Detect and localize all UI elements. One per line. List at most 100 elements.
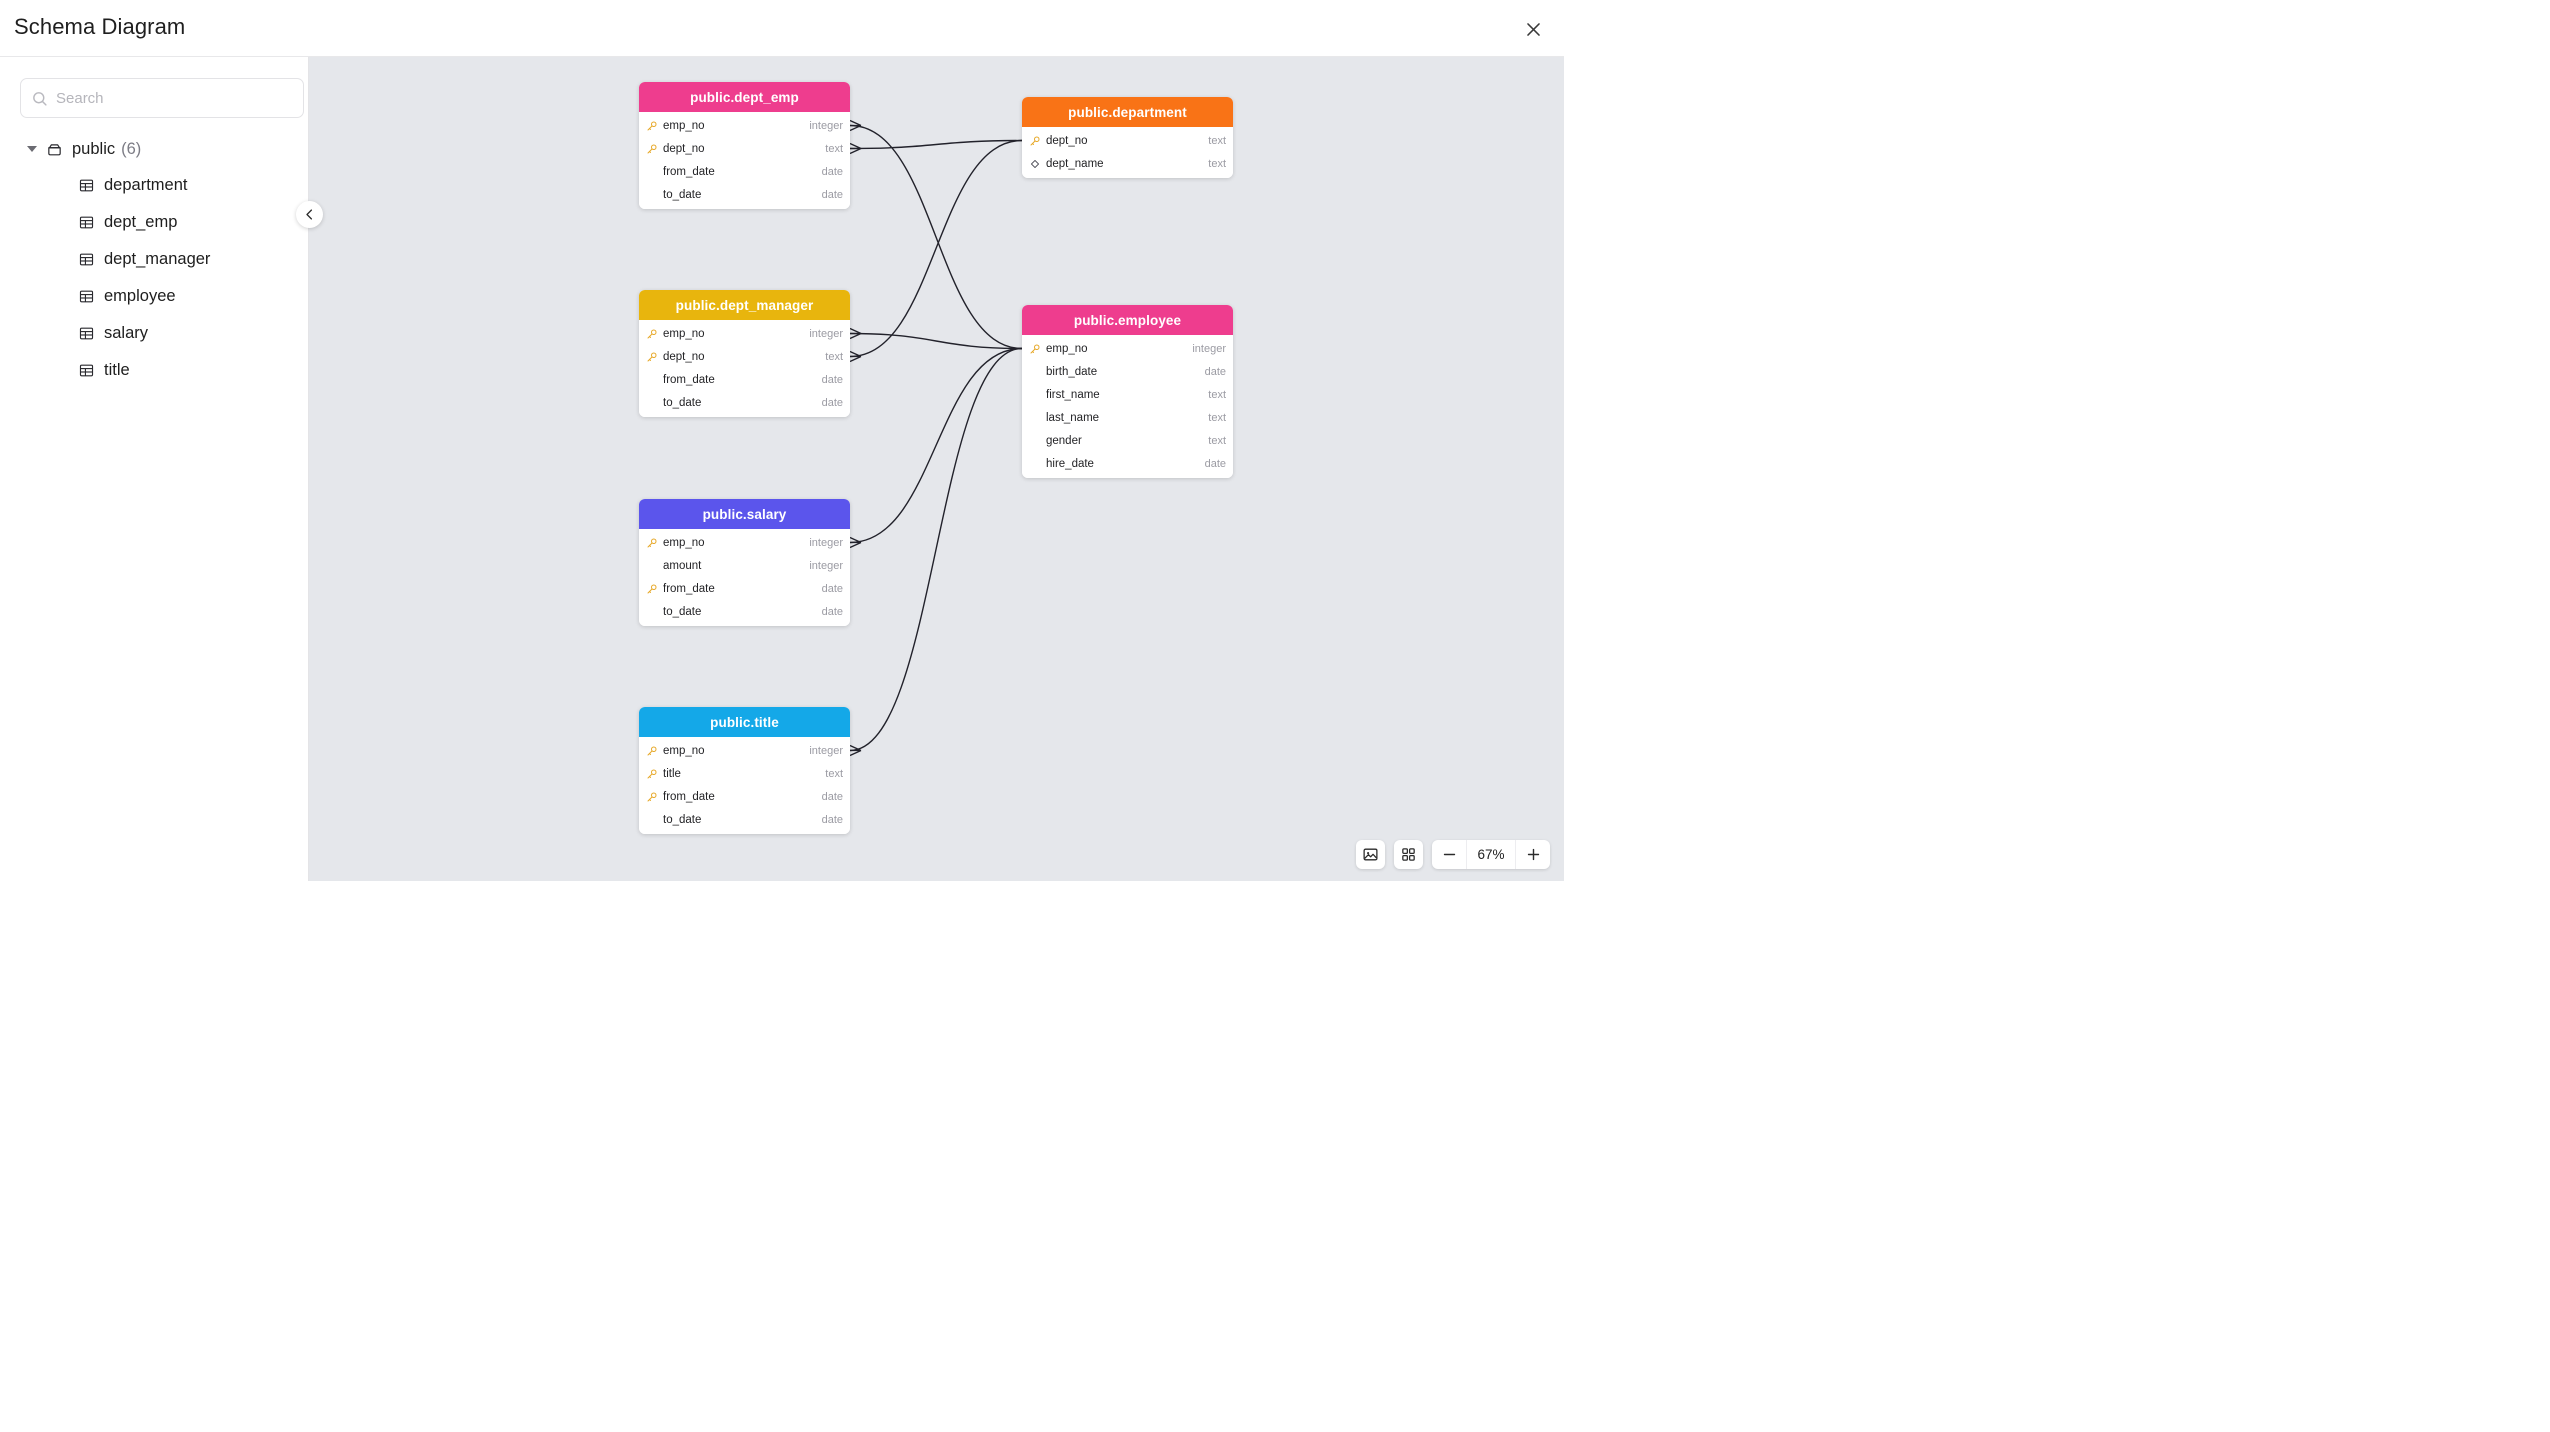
column-name: title (663, 767, 681, 780)
search-icon (33, 91, 47, 106)
zoom-in-button[interactable] (1516, 840, 1550, 869)
chevron-down-icon[interactable] (27, 146, 37, 152)
search-input[interactable] (56, 89, 293, 107)
column-type: date (1204, 365, 1226, 378)
column-name: last_name (1046, 411, 1100, 424)
column-row[interactable]: from_date date (639, 368, 850, 391)
search-box[interactable] (20, 78, 304, 118)
header-bar: Schema Diagram (0, 0, 1564, 57)
sidebar-item-employee[interactable]: employee (0, 278, 309, 315)
column-type: text (825, 767, 843, 780)
sidebar-item-dept_emp[interactable]: dept_emp (0, 204, 309, 241)
table-icon (79, 364, 94, 377)
table-card-header[interactable]: public.dept_manager (639, 290, 850, 320)
table-card[interactable]: public.title emp_no integer title text from_d… (639, 707, 850, 834)
column-name: dept_no (663, 142, 705, 155)
sidebar-item-dept_manager[interactable]: dept_manager (0, 241, 309, 278)
column-row[interactable]: title text (639, 762, 850, 785)
table-card-title: public.dept_emp (690, 89, 799, 105)
column-name: emp_no (663, 744, 705, 757)
table-card-title: public.employee (1073, 312, 1182, 328)
column-row[interactable]: emp_no integer (639, 739, 850, 762)
column-name: from_date (663, 582, 715, 595)
sidebar-collapse-button[interactable] (296, 201, 323, 228)
column-type: date (821, 396, 843, 409)
column-type: date (821, 605, 843, 618)
table-icon (79, 179, 94, 192)
column-type: text (1208, 388, 1226, 401)
primary-key-icon (647, 538, 657, 547)
primary-key-icon (647, 584, 657, 593)
column-name: dept_no (1046, 134, 1088, 147)
table-card-header[interactable]: public.employee (1022, 305, 1233, 335)
sidebar-item-label: dept_manager (104, 250, 211, 268)
plus-icon (1527, 848, 1539, 861)
relationship-edges (849, 119, 1023, 757)
zoom-control-group: 67% (1432, 840, 1550, 869)
sidebar-item-department[interactable]: department (0, 167, 309, 204)
page-title: Schema Diagram (14, 14, 186, 39)
primary-key-icon (647, 792, 657, 801)
column-name: emp_no (663, 119, 705, 132)
sidebar-item-salary[interactable]: salary (0, 315, 309, 352)
table-card-title: public.department (1068, 104, 1187, 120)
table-card-header[interactable]: public.department (1022, 97, 1233, 127)
table-card-header[interactable]: public.salary (639, 499, 850, 529)
zoom-level-label[interactable]: 67% (1466, 840, 1516, 869)
column-type: text (1208, 411, 1226, 424)
column-type: date (821, 188, 843, 201)
export-image-button[interactable] (1356, 840, 1385, 869)
column-name: hire_date (1046, 457, 1094, 470)
table-card-header[interactable]: public.title (639, 707, 850, 737)
column-type: date (821, 373, 843, 386)
column-type: integer (809, 327, 843, 340)
zoom-out-button[interactable] (1432, 840, 1466, 869)
column-row[interactable]: last_name text (1022, 406, 1233, 429)
column-type: integer (809, 744, 843, 757)
column-name: emp_no (663, 536, 705, 549)
unique-key-icon (1031, 159, 1039, 168)
auto-layout-button[interactable] (1394, 840, 1423, 869)
column-type: date (821, 165, 843, 178)
close-button[interactable] (1516, 12, 1550, 46)
tree-schema-public[interactable]: public (6) (0, 131, 309, 167)
column-name: first_name (1046, 388, 1100, 401)
sidebar-item-label: employee (104, 287, 176, 305)
primary-key-icon (1030, 136, 1040, 145)
column-name: from_date (663, 373, 715, 386)
table-card-header[interactable]: public.dept_emp (639, 82, 850, 112)
sidebar-item-title[interactable]: title (0, 352, 309, 389)
column-name: dept_name (1046, 157, 1104, 170)
column-row[interactable]: first_name text (1022, 383, 1233, 406)
